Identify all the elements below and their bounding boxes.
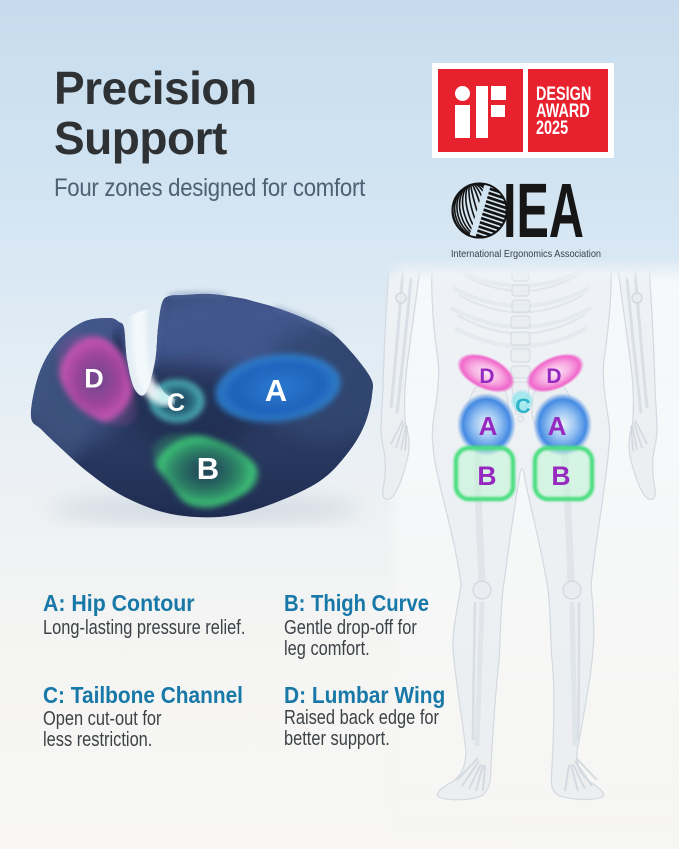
svg-text:A: A [479,411,498,441]
svg-text:D: D [84,364,104,394]
svg-text:D: D [546,365,561,388]
svg-text:B: B [477,461,496,491]
svg-text:D: D [479,365,494,388]
svg-text:International Ergonomics Assoc: International Ergonomics Association [451,248,601,260]
svg-text:C: C [167,389,185,417]
svg-text:A: A [548,411,567,441]
svg-text:IEA: IEA [503,178,584,254]
svg-text:A: A [265,373,287,408]
svg-text:C: C [515,394,531,418]
svg-text:B: B [551,461,570,491]
svg-text:B: B [197,451,219,486]
